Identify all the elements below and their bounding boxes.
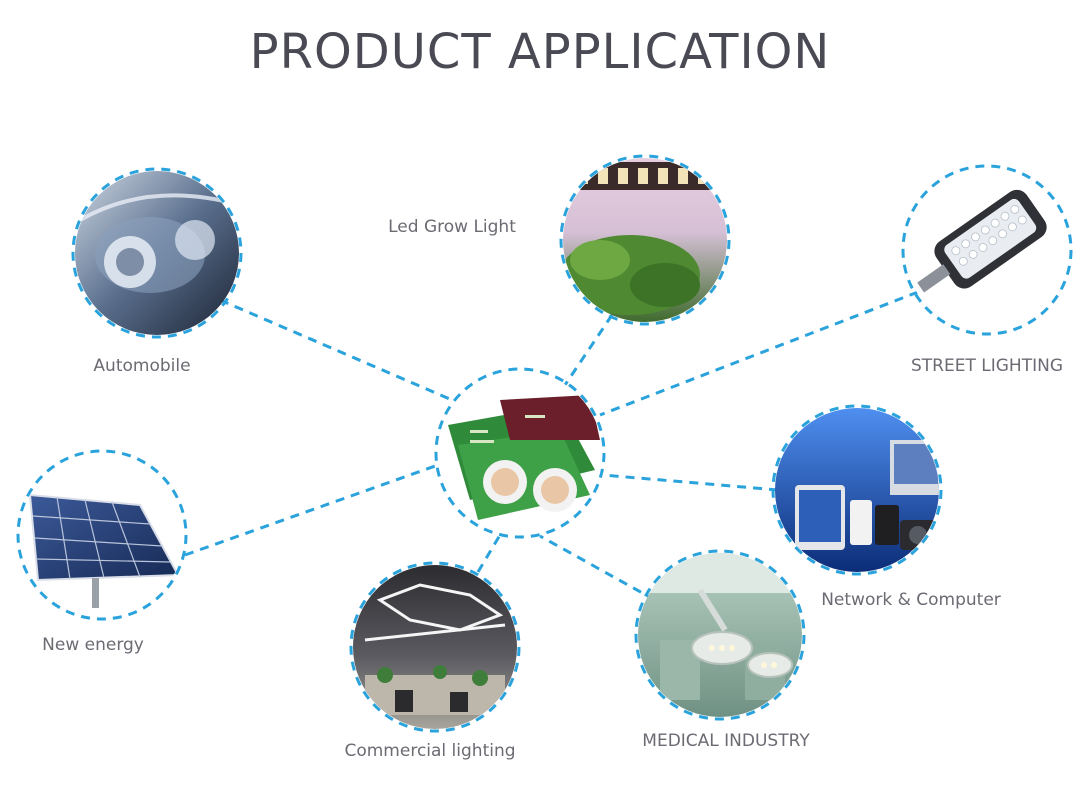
label-medical-industry: MEDICAL INDUSTRY [642, 731, 810, 751]
node-commercial-lighting [349, 561, 521, 733]
node-new-energy [16, 449, 188, 621]
node-grow-light [559, 154, 731, 326]
connector-medical [539, 534, 656, 602]
connector-lines [184, 290, 919, 602]
label-grow-light: Led Grow Light [388, 217, 516, 237]
grow-light-plant-icon [563, 158, 727, 322]
solar-panel-icon [20, 453, 184, 617]
surgical-light-icon [638, 553, 802, 717]
node-medical-industry [634, 549, 806, 721]
label-new-energy: New energy [42, 635, 144, 655]
label-network-computer: Network & Computer [821, 590, 1001, 610]
connector-automobile [219, 298, 453, 402]
street-lamp-icon [905, 168, 1069, 332]
page-title: PRODUCT APPLICATION [249, 24, 831, 80]
connector-network [602, 473, 779, 492]
connector-new-energy [184, 463, 439, 557]
node-automobile [71, 167, 243, 339]
label-automobile: Automobile [93, 356, 191, 376]
pcb-board-icon [438, 371, 602, 535]
node-street-lighting [901, 164, 1073, 336]
label-commercial-lighting: Commercial lighting [344, 741, 516, 761]
car-headlight-icon [75, 171, 239, 335]
connector-grow-light [563, 314, 614, 386]
label-street-lighting: STREET LIGHTING [911, 356, 1063, 376]
connector-commercial [476, 534, 502, 573]
center-node [434, 367, 606, 539]
connector-street-lighting [599, 290, 919, 417]
office-lighting-icon [353, 565, 517, 729]
node-network-computer [771, 404, 943, 576]
